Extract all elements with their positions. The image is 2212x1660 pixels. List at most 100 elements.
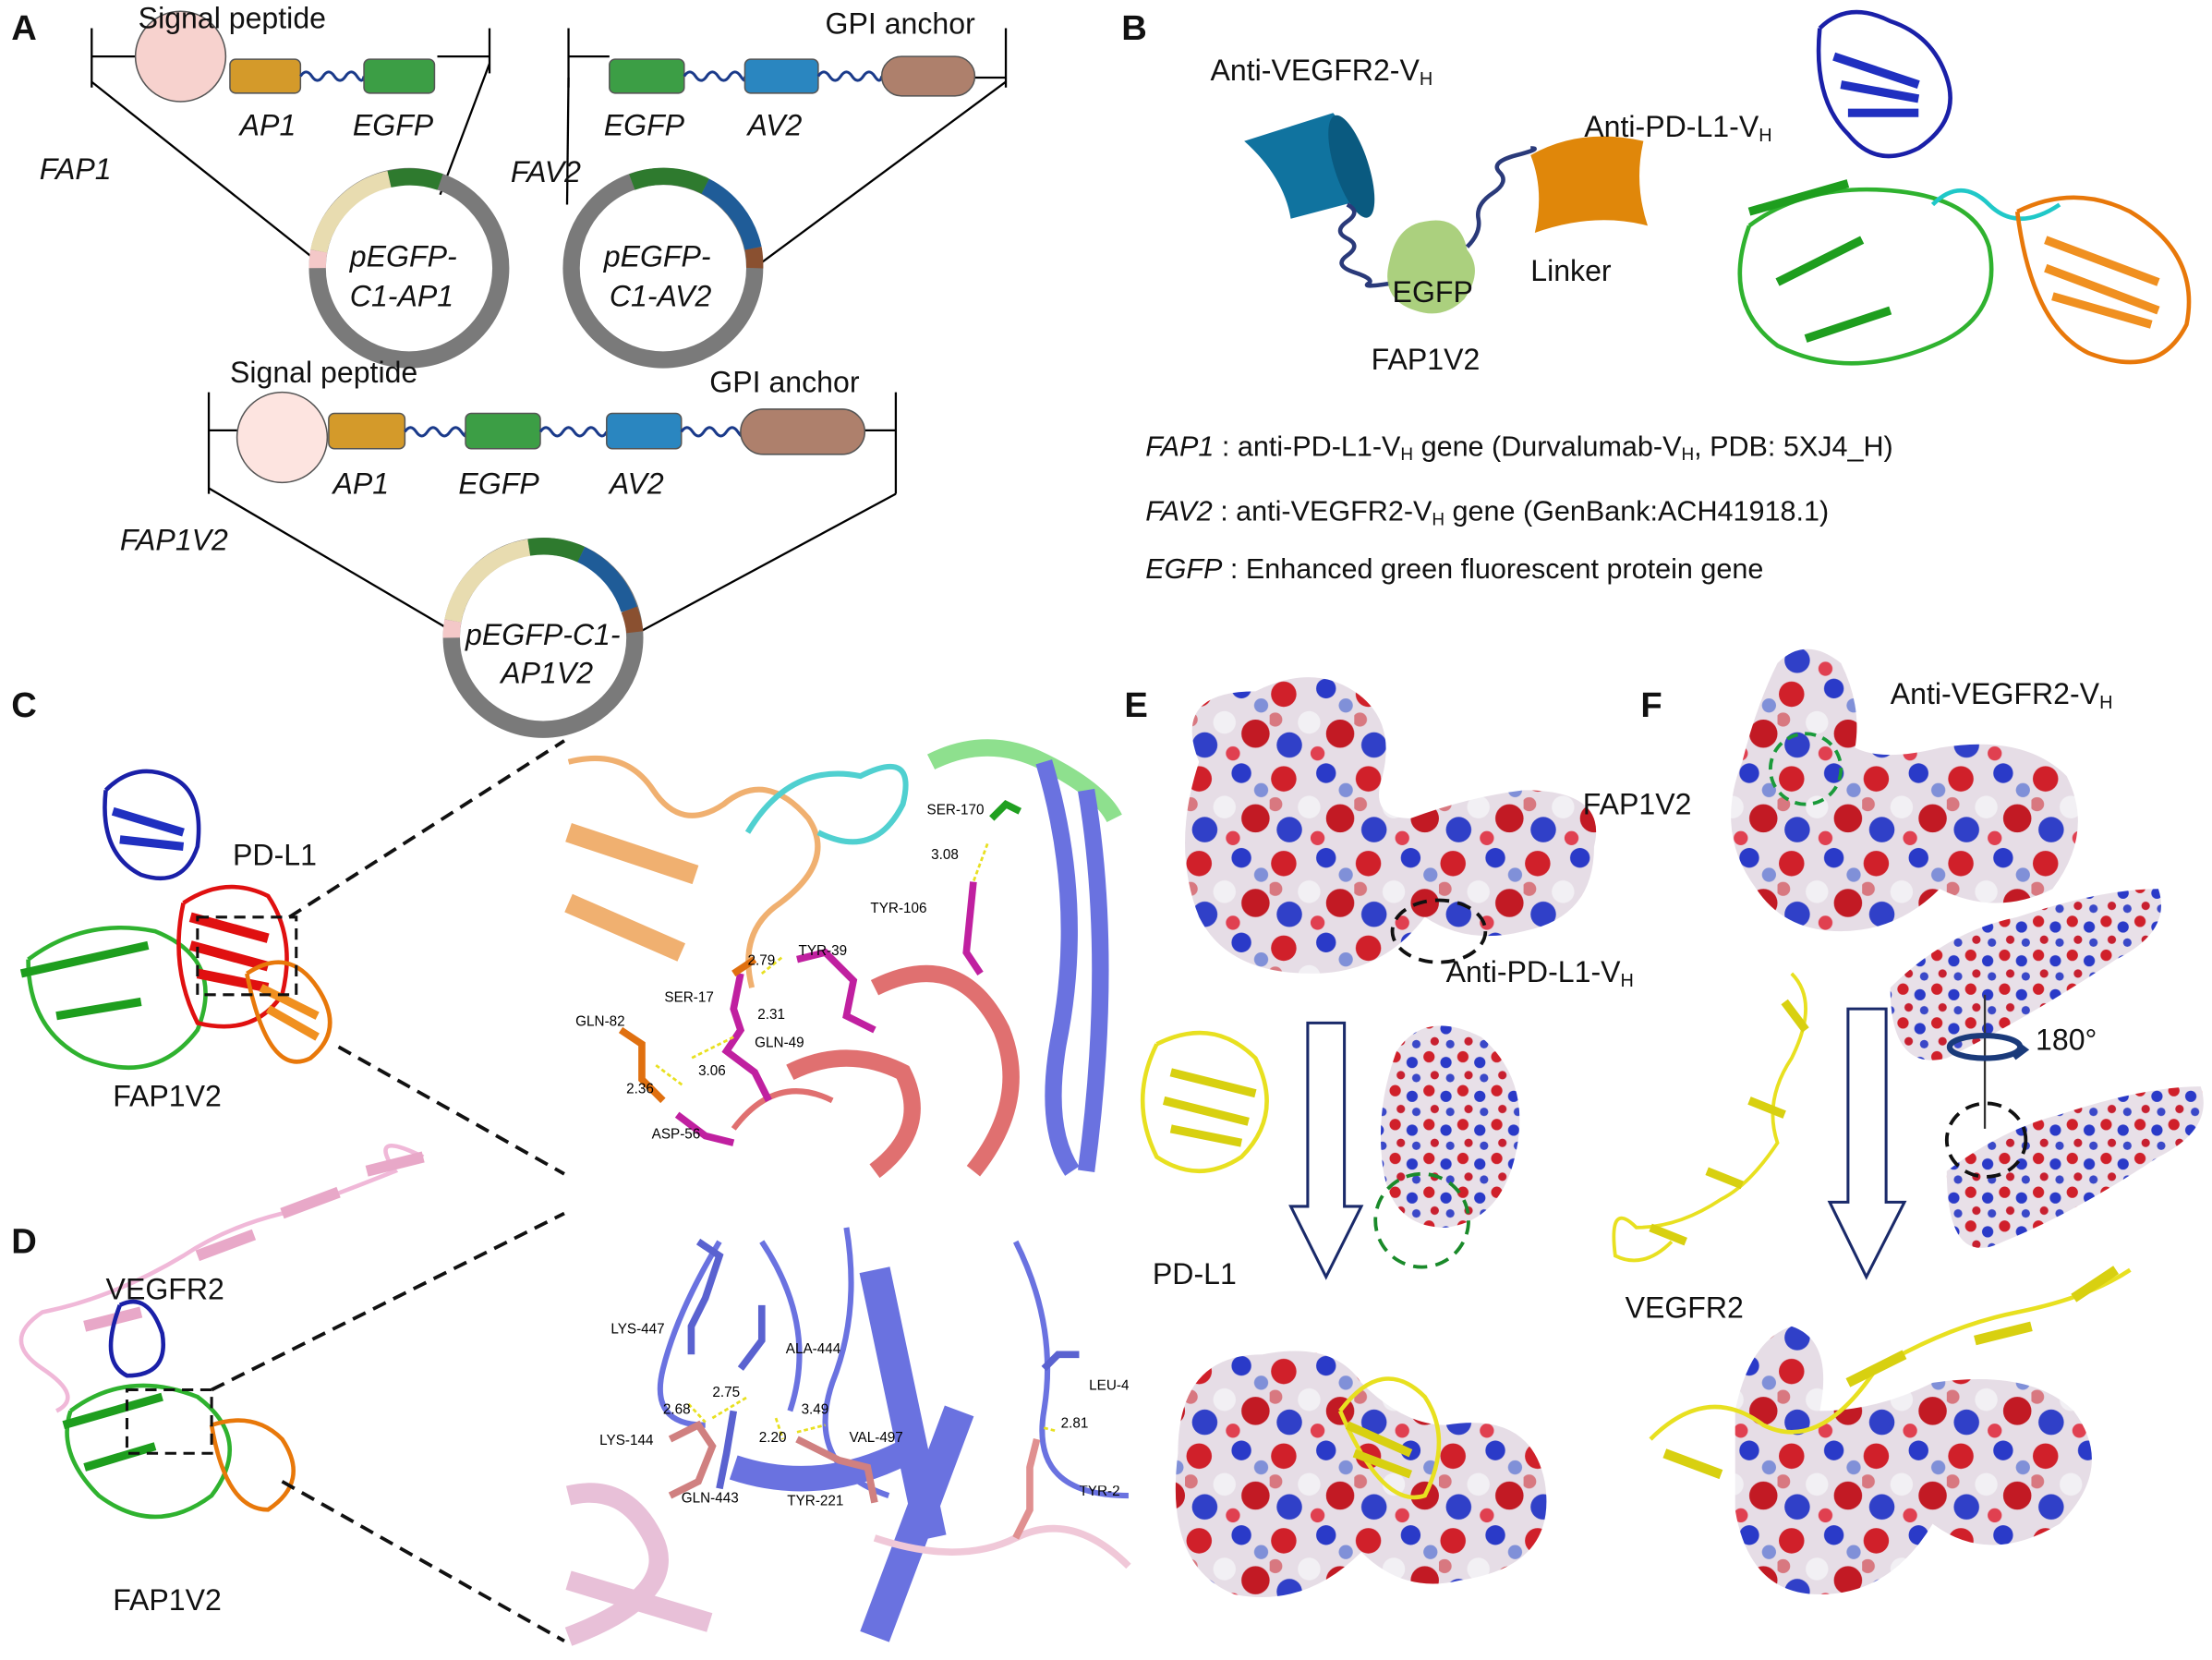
anti-pdl1-vh-label-e: Anti-PD-L1-VH xyxy=(1446,958,1634,989)
fav2-gpi-anchor-block xyxy=(880,55,976,97)
residue-label: ASP-56 xyxy=(651,1127,701,1144)
definition-egfp: EGFP : Enhanced green fluorescent protei… xyxy=(1145,556,1763,585)
subscript: H xyxy=(1759,124,1772,146)
fav2-construct-name: FAV2 xyxy=(510,156,582,189)
panel-label-c: C xyxy=(11,685,37,726)
vegfr2-cartoon-f xyxy=(1612,972,1809,1263)
pdl1-label-e: PD-L1 xyxy=(1152,1258,1237,1291)
fap1v2-linker-wave-1 xyxy=(404,426,467,438)
plasmid-pegfp-c1-ap1v2 xyxy=(442,537,644,738)
plasmid-ap1-name-line1: pEGFP- xyxy=(349,241,457,274)
def-text: gene xyxy=(1413,431,1493,463)
fap1v2-av2-label: AV2 xyxy=(609,468,664,502)
fav2-egfp-block xyxy=(609,58,685,94)
anti-pdl1-vh-label: Anti-PD-L1-VH xyxy=(1584,113,1771,144)
def-text: : anti-VEGFR2-V xyxy=(1212,496,1432,528)
plasmid-ap1v2-name-line1: pEGFP-C1- xyxy=(465,619,621,652)
anti-vegfr2-vh-label: Anti-VEGFR2-VH xyxy=(1211,56,1433,88)
fap1-linker-wave xyxy=(299,70,366,82)
residue-label: GLN-49 xyxy=(755,1036,804,1051)
fap1v2-surface-e xyxy=(1185,677,1597,974)
anti-vegfr2-vh-shape xyxy=(1244,113,1375,219)
fap1v2-signal-peptide-label: Signal peptide xyxy=(229,357,418,390)
zoom-line-d-top xyxy=(211,1211,565,1392)
subscript: H xyxy=(1400,444,1414,465)
residue-label: GLN-443 xyxy=(681,1491,739,1508)
panel-label-a: A xyxy=(11,8,37,48)
interface-detail-c xyxy=(564,737,1122,1179)
fav2-construct xyxy=(565,28,1008,264)
residue-label: SER-17 xyxy=(664,990,714,1007)
term: FAV2 xyxy=(1145,496,1213,528)
fav2-linker-wave-1 xyxy=(683,70,747,82)
plasmid-pegfp-c1-av2 xyxy=(562,167,764,369)
fap1v2-construct xyxy=(207,392,898,632)
distance-label: 2.36 xyxy=(626,1082,654,1098)
fap1v2-label-d: FAP1V2 xyxy=(113,1584,222,1618)
distance-label: 3.49 xyxy=(801,1402,829,1419)
def-text: : Enhanced green fluorescent protein gen… xyxy=(1222,554,1764,586)
plasmid-av2-name-line1: pEGFP- xyxy=(603,241,711,274)
fap1-egfp-block xyxy=(363,58,436,94)
docked-complex-surface-e xyxy=(1175,1351,1547,1598)
docked-vegfr2-cartoon-f xyxy=(1649,1266,2132,1480)
label-text: Anti-PD-L1-V xyxy=(1445,956,1621,989)
complex-pdl1-fap1v2-cartoon xyxy=(19,769,332,1070)
panel-label-d: D xyxy=(11,1221,37,1262)
fap1v2-gpi-anchor-block xyxy=(740,408,866,455)
pdl1-label-c: PD-L1 xyxy=(233,839,317,872)
fav2-av2-label: AV2 xyxy=(747,110,803,143)
subscript: H xyxy=(1419,67,1433,90)
fap1v2-linker-wave-3 xyxy=(680,426,743,438)
distance-label: 2.75 xyxy=(712,1385,741,1401)
def-text: (GenBank:ACH41918.1) xyxy=(1522,496,1830,528)
binding-site-circle-vegfr2 xyxy=(1944,1101,2028,1179)
docked-complex-surface-f xyxy=(1735,1326,2092,1594)
distance-label: 2.31 xyxy=(757,1007,785,1024)
label-text: Anti-VEGFR2-V xyxy=(1210,55,1420,88)
distance-label: 2.20 xyxy=(758,1430,787,1447)
fav2-linker-wave-2 xyxy=(816,70,884,82)
vegfr2-label-d: VEGFR2 xyxy=(105,1274,224,1307)
vegfr2-surface-bottom xyxy=(1946,1086,2204,1248)
fap1v2-construct-name: FAP1V2 xyxy=(119,525,228,558)
residue-label: TYR-106 xyxy=(870,902,927,917)
egfp-label: EGFP xyxy=(1392,276,1473,309)
docked-pdl1-cartoon-e xyxy=(1337,1376,1442,1500)
rotation-icon xyxy=(1946,994,2030,1129)
def-text: : anti-PD-L1-V xyxy=(1214,431,1401,463)
distance-label: 3.06 xyxy=(698,1063,726,1080)
zoom-line-c-bottom xyxy=(337,1045,565,1176)
zoom-line-d-bottom xyxy=(281,1480,565,1643)
fap1-egfp-label: EGFP xyxy=(352,110,434,143)
fav2-egfp-label: EGFP xyxy=(603,110,685,143)
egfp-blob xyxy=(1387,220,1475,314)
fap1v2-linker-wave-2 xyxy=(538,426,609,438)
fap1v2-ap1-label: AP1 xyxy=(332,468,390,502)
subscript: H xyxy=(1681,444,1695,465)
down-arrow-f xyxy=(1827,1007,1907,1280)
fap1v2-av2-block xyxy=(606,412,683,450)
fav2-av2-block xyxy=(743,58,819,94)
binding-site-circle-f xyxy=(1768,732,1843,806)
linker-label: Linker xyxy=(1530,255,1612,288)
interface-box-d xyxy=(125,1387,213,1455)
plasmid-pegfp-c1-ap1 xyxy=(308,167,510,369)
fap1-signal-peptide-label: Signal peptide xyxy=(138,3,326,36)
panel-label-e: E xyxy=(1124,685,1148,726)
residue-label: VAL-497 xyxy=(849,1430,903,1447)
fap1v2-label-e: FAP1V2 xyxy=(1582,788,1692,821)
fap1-construct-name: FAP1 xyxy=(39,153,112,187)
residue-label: SER-170 xyxy=(926,803,985,818)
fap1v2-surface-f xyxy=(1731,648,2078,932)
term: EGFP xyxy=(1145,554,1223,586)
anti-pdl1-vh-shape xyxy=(1530,136,1649,234)
fap1v2-label-c: FAP1V2 xyxy=(113,1080,222,1114)
distance-label: 2.68 xyxy=(662,1402,691,1419)
residue-label: TYR-39 xyxy=(798,943,848,960)
residue-label: TYR-221 xyxy=(787,1494,844,1510)
vegfr2-linker-wave xyxy=(1337,202,1390,288)
residue-label: LYS-447 xyxy=(610,1322,665,1338)
